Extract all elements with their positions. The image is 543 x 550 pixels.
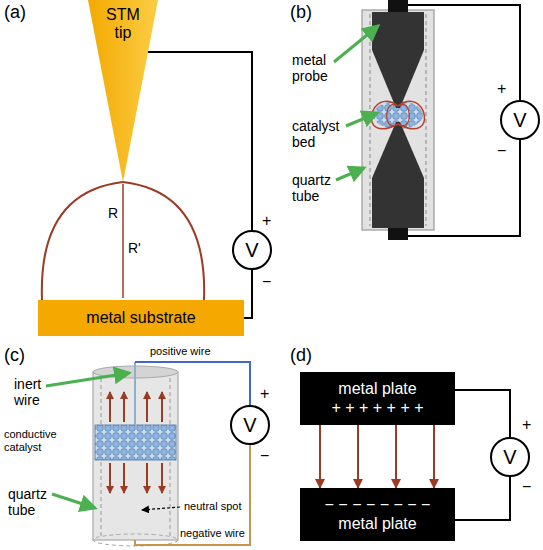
polarity-sign: + [497,80,506,98]
field-line [357,425,359,488]
part-label: inert wire [14,376,64,408]
wire [455,477,510,520]
field-line [42,182,123,300]
field-line [395,425,397,488]
field-line [319,425,321,488]
polarity-sign: − [262,273,271,291]
part-label: quartz tube [8,486,58,518]
part-label: conductive catalyst [4,428,90,453]
node-text: + + + + + + + [331,399,423,417]
field-line [433,425,435,488]
wire-label: positive wire [150,345,211,358]
polarity-sign: − [497,142,506,160]
polarity-sign: − [522,478,531,496]
symbol-letter: V [513,109,526,132]
stm-tip: STM tip [88,0,158,182]
polarity-sign: − [260,447,269,465]
part-label: quartz tube [292,172,342,204]
voltage-source: V [232,230,272,270]
node-text: STM tip [102,6,144,43]
polarity-sign: + [262,212,271,230]
part-label: neutral spot [184,500,241,513]
node-text: metal substrate [86,309,195,327]
symbol-letter: V [245,239,258,262]
radius-label: R [108,205,118,221]
wire [455,390,510,437]
voltage-source: V [230,405,270,445]
wire [244,270,252,318]
panel-letter: (b) [290,2,312,23]
panel-letter: (c) [4,345,25,366]
polarity-sign: + [522,416,531,434]
symbol-letter: V [503,446,516,469]
panel-letter: (d) [290,345,312,366]
radius-line [122,184,124,298]
wire-label: negative wire [180,527,245,540]
symbol-letter: V [243,414,256,437]
polarity-sign: + [260,385,269,403]
node-text: − − − − − − − − [325,496,431,514]
node-text: metal plate [338,515,416,533]
panel-letter: (a) [4,2,26,23]
radius-label: R' [128,240,141,256]
voltage-source: V [490,437,530,477]
metal-substrate: metal substrate [38,300,244,336]
voltage-source: V [500,100,540,140]
metal-plate: metal plate+ + + + + + + [300,372,455,425]
metal-plate: − − − − − − − −metal plate [300,488,455,541]
node-text: metal plate [338,380,416,398]
reactor-b [334,0,520,240]
wire [148,52,252,230]
reactor-c [46,362,250,546]
part-label: metal probe [292,52,342,84]
part-label: catalyst bed [292,118,346,150]
field-line [123,182,204,300]
